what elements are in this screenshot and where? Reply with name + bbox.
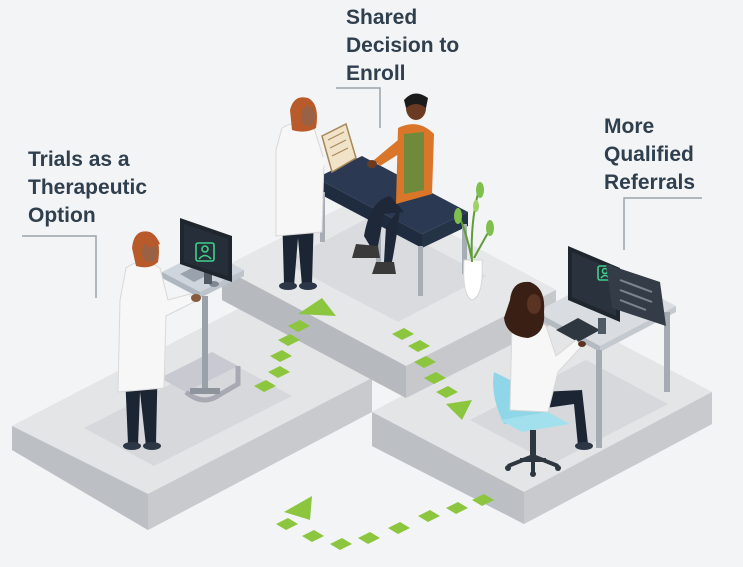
- clinician-standing-left: [117, 231, 201, 450]
- patient-on-exam-table: [275, 93, 468, 296]
- label-shared-decision: Shared Decision to Enroll: [346, 6, 460, 85]
- clinician-with-clipboard: [275, 97, 357, 290]
- leader-line-referrals: [623, 197, 702, 250]
- leader-line-trials: [22, 235, 97, 298]
- leader-line-shared: [336, 87, 381, 128]
- label-qualified-referrals: More Qualified Referrals: [604, 115, 696, 194]
- label-trials-therapeutic-option: Trials as a Therapeutic Option: [28, 148, 148, 227]
- plant-vase: [454, 182, 494, 301]
- clinician-at-computer: [493, 246, 676, 477]
- patient-profile-monitor-icon: [195, 242, 215, 262]
- green-flow-arrow: [254, 298, 494, 550]
- clinician-standing-desk: [117, 218, 244, 450]
